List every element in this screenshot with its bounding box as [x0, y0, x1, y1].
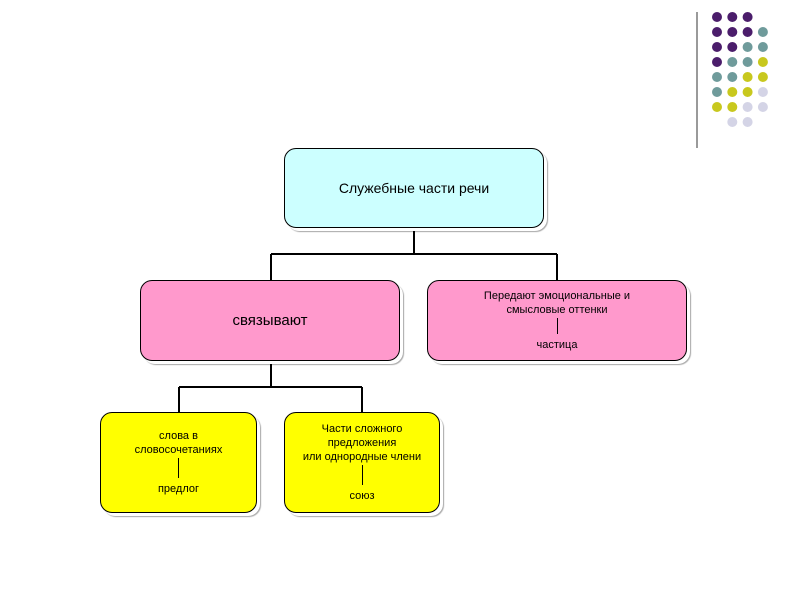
- decorative-dot: [727, 12, 738, 22]
- decorative-dot: [712, 87, 722, 97]
- decorative-dot: [742, 87, 753, 97]
- decorative-dot: [757, 57, 768, 67]
- node-connect: связывают: [140, 280, 400, 361]
- decorative-dot: [742, 12, 753, 22]
- node-sentence-line-2: предложения: [327, 437, 397, 449]
- node-phrase-words: слова в словосочетаниях предлог: [100, 412, 257, 513]
- decorative-dot: [757, 87, 768, 97]
- decorative-dot: [757, 42, 768, 52]
- decorative-dot: [712, 72, 722, 82]
- node-phrase-example: предлог: [157, 483, 200, 495]
- decorative-dot: [742, 117, 753, 127]
- node-phrase-separator: [178, 458, 179, 478]
- decorative-dot: [742, 42, 753, 52]
- decorative-dot: [742, 57, 753, 67]
- decorative-dot: [712, 27, 722, 37]
- decorative-dot: [742, 102, 753, 112]
- decorative-divider: [696, 12, 698, 148]
- decorative-dot: [757, 27, 768, 37]
- node-connect-label: связывают: [232, 312, 308, 329]
- decorative-dot: [727, 87, 738, 97]
- node-emotional-shades: Передают эмоциональные и смысловые оттен…: [427, 280, 687, 361]
- node-emotional-example: частица: [536, 339, 578, 351]
- decorative-dot: [712, 102, 722, 112]
- decorative-dot: [712, 57, 722, 67]
- decorative-dot: [742, 27, 753, 37]
- node-emotional-line-1: Передают эмоциональные и: [483, 290, 631, 302]
- node-sentence-parts: Части сложного предложения или однородны…: [284, 412, 440, 513]
- node-sentence-separator: [361, 465, 363, 485]
- decorative-dot: [742, 72, 753, 82]
- decorative-dot: [727, 27, 738, 37]
- decorative-dot: [727, 42, 738, 52]
- decorative-dot-grid: [712, 12, 768, 127]
- node-phrase-line-2: словосочетаниях: [134, 444, 223, 456]
- node-phrase-line-1: слова в: [159, 430, 198, 442]
- node-sentence-line-1: Части сложного: [321, 423, 403, 435]
- node-emotional-line-2: смысловые оттенки: [506, 304, 608, 316]
- node-sentence-example: союз: [349, 490, 375, 502]
- node-function-words: Служебные части речи: [284, 148, 544, 228]
- node-function-words-label: Служебные части речи: [338, 180, 490, 196]
- decorative-dot: [712, 12, 722, 22]
- decorative-dot: [757, 102, 768, 112]
- decorative-dot: [757, 72, 768, 82]
- decorative-dot: [712, 42, 722, 52]
- decorative-dot: [727, 72, 738, 82]
- decorative-dot: [727, 57, 738, 67]
- node-emotional-separator: [556, 318, 558, 334]
- decorative-dot: [727, 117, 738, 127]
- decorative-dot: [727, 102, 738, 112]
- node-sentence-line-3: или однородные члени: [302, 451, 422, 463]
